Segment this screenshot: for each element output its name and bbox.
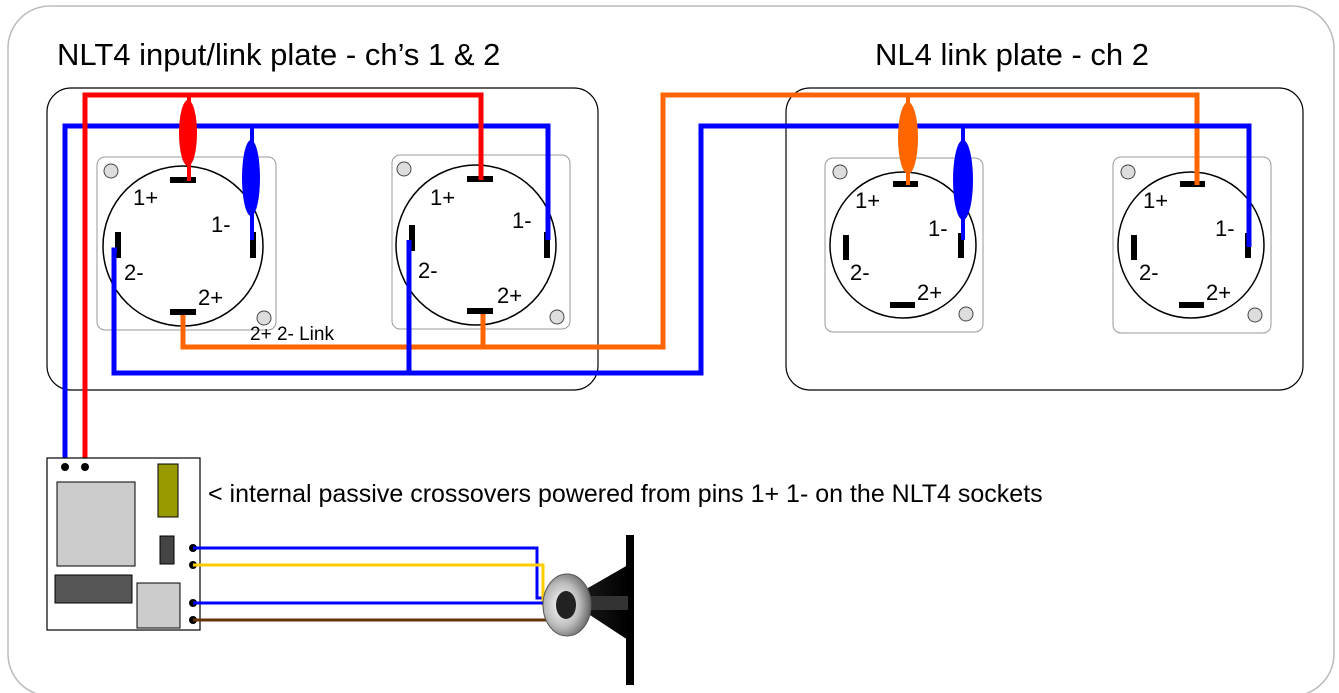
- pin-2-plus: [170, 309, 196, 315]
- pin-label-2-plus: 2+: [198, 285, 223, 310]
- pin-1-minus: [544, 232, 550, 258]
- pin-2-minus: [115, 232, 121, 258]
- crossover-inductor: [54, 574, 133, 604]
- pin-1-minus: [250, 232, 256, 258]
- pin-2-plus: [467, 308, 493, 314]
- pin-2-minus: [843, 235, 849, 260]
- crossover-component: [56, 481, 136, 567]
- mounting-hole: [1120, 164, 1136, 180]
- pin-1-plus: [893, 181, 918, 187]
- crossover-note: < internal passive crossovers powered fr…: [208, 480, 1043, 508]
- mounting-hole: [549, 309, 565, 325]
- pin-label-1-plus: 1+: [430, 185, 455, 210]
- pin-label-1-plus: 1+: [133, 185, 158, 210]
- left-plate-title: NLT4 input/link plate - ch’s 1 & 2: [57, 37, 500, 72]
- link-label: 2+ 2- Link: [250, 324, 334, 345]
- pin-1-plus: [1180, 181, 1205, 187]
- pin-1-minus: [958, 233, 964, 258]
- pin-label-2-minus: 2-: [1139, 260, 1159, 285]
- mounting-hole: [396, 161, 412, 177]
- blue-1-minus-wire: [62, 123, 551, 470]
- driver-magnet: [556, 591, 576, 619]
- pin-label-1-minus: 1-: [1215, 216, 1235, 241]
- crossover-board-icon: [46, 457, 201, 631]
- socket-face: [102, 165, 264, 327]
- pin-2-plus: [1179, 302, 1204, 308]
- red-solder-joint: [179, 100, 197, 166]
- mounting-hole: [1247, 307, 1263, 323]
- socket-face: [829, 171, 977, 319]
- blue-solder-joint: [953, 140, 973, 220]
- blue-return-wire: [111, 123, 1252, 376]
- pin-label-2-minus: 2-: [418, 258, 438, 283]
- socket-2: 1+ 1- 2- 2+: [391, 154, 571, 330]
- pin-label-2-plus: 2+: [497, 283, 522, 308]
- crossover-capacitor: [157, 463, 179, 518]
- crossover-component-2: [136, 582, 181, 629]
- mounting-hole: [103, 163, 119, 179]
- pin-label-1-plus: 1+: [855, 188, 880, 213]
- terminal-dot: [61, 463, 69, 471]
- pin-label-1-plus: 1+: [1143, 188, 1168, 213]
- mounting-hole: [256, 310, 272, 326]
- red-1-plus-wire: [82, 92, 484, 470]
- orange-solder-joint: [898, 102, 918, 174]
- horn-mouth: [626, 535, 634, 685]
- socket-face: [1117, 171, 1265, 319]
- mounting-hole: [832, 164, 848, 180]
- blue-solder-joint: [242, 140, 260, 216]
- pin-2-minus: [409, 225, 415, 251]
- pin-label-2-plus: 2+: [917, 280, 942, 305]
- horn-speaker-icon: [542, 535, 634, 685]
- pin-label-1-minus: 1-: [512, 208, 532, 233]
- mounting-hole: [958, 306, 974, 322]
- pin-label-1-minus: 1-: [211, 212, 231, 237]
- socket-face: [395, 164, 557, 326]
- pin-label-1-minus: 1-: [928, 216, 948, 241]
- right-plate-title: NL4 link plate - ch 2: [875, 37, 1149, 72]
- pin-2-plus: [890, 302, 915, 308]
- pin-label-2-minus: 2-: [850, 260, 870, 285]
- crossover-resistor: [159, 535, 175, 565]
- terminal-dot: [81, 463, 89, 471]
- pin-label-2-plus: 2+: [1206, 280, 1231, 305]
- pin-2-minus: [1131, 235, 1137, 260]
- orange-wire: [180, 92, 1200, 350]
- pin-label-2-minus: 2-: [124, 260, 144, 285]
- socket-4: 1+ 1- 2- 2+: [1112, 156, 1272, 334]
- pin-1-plus: [170, 177, 196, 183]
